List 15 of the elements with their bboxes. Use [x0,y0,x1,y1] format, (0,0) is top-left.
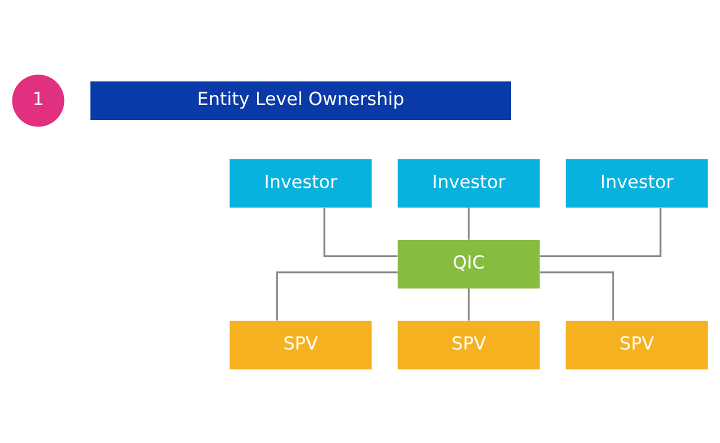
connector [540,208,662,257]
node-box: Investor [566,158,708,208]
node-box: SPV [566,320,708,369]
node-box: Investor [398,158,540,208]
node-circle: 1 [12,74,64,126]
node-box: SPV [398,320,540,369]
node-box: Investor [230,158,372,208]
node-box: Entity Level Ownership [90,80,511,120]
connector [323,208,398,257]
node-box: SPV [230,320,372,369]
connector [540,270,614,320]
connector [468,288,470,320]
connector [468,207,470,240]
connector [276,270,398,320]
node-box: QIC [398,239,540,288]
